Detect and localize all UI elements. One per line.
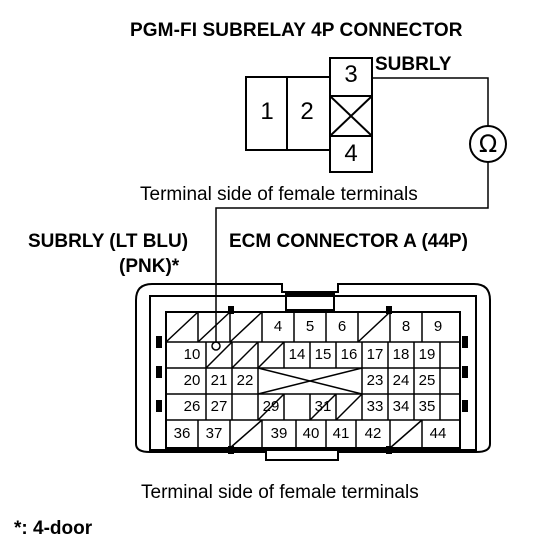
ecm-connector-housing: [135, 283, 491, 461]
ecm-connector-caption: Terminal side of female terminals: [141, 482, 419, 503]
terminal3-label: SUBRLY: [375, 54, 452, 75]
ecm-pin-6: 6: [337, 318, 347, 335]
ecm-connector-title: ECM CONNECTOR A (44P): [229, 231, 468, 252]
ecm-pin-27: 27: [210, 398, 228, 415]
subrelay-terminal-3: 3: [344, 61, 358, 88]
ecm-pin-22: 22: [236, 372, 254, 389]
ecm-pin-33: 33: [366, 398, 384, 415]
ecm-pin-4: 4: [273, 318, 283, 335]
ecm-pin-42: 42: [364, 425, 382, 442]
ecm-pin-19: 19: [418, 346, 436, 363]
ecm-pin-5: 5: [305, 318, 315, 335]
ecm-pin-29: 29: [262, 398, 280, 415]
ecm-pin-24: 24: [392, 372, 410, 389]
ecm-pin-37: 37: [205, 425, 223, 442]
ecm-pin-41: 41: [332, 425, 350, 442]
ecm-pin-20: 20: [183, 372, 201, 389]
ecm-empty-cavities: [165, 311, 423, 449]
ecm-pin-44: 44: [429, 425, 447, 442]
ecm-pin-36: 36: [173, 425, 191, 442]
ecm-pin-14: 14: [288, 346, 306, 363]
ecm-pin-21: 21: [210, 372, 228, 389]
ecm-pin-25: 25: [418, 372, 436, 389]
wire-label-alt: (PNK)*: [119, 256, 180, 277]
ecm-pin-8: 8: [401, 318, 411, 335]
subrelay-connector-title: PGM-FI SUBRELAY 4P CONNECTOR: [130, 20, 463, 41]
ecm-cavity-grid: [166, 312, 460, 448]
ecm-pin-23: 23: [366, 372, 384, 389]
ecm-pin-40: 40: [302, 425, 320, 442]
subrelay-connector-caption: Terminal side of female terminals: [140, 184, 418, 205]
subrelay-terminal-4: 4: [344, 140, 358, 167]
subrelay-terminal-1: 1: [260, 98, 274, 125]
ecm-pin-26: 26: [183, 398, 201, 415]
ecm-pin-16: 16: [340, 346, 358, 363]
ecm-pin-10: 10: [183, 346, 201, 363]
ohmmeter-symbol: Ω: [478, 130, 498, 158]
subrelay-terminal-2: 2: [300, 98, 314, 125]
ecm-pin-18: 18: [392, 346, 410, 363]
ecm-pin-9: 9: [433, 318, 443, 335]
ecm-pin-17: 17: [366, 346, 384, 363]
wire-label: SUBRLY (LT BLU): [28, 231, 189, 252]
subrelay-connector-body: [245, 57, 373, 173]
ohmmeter-leads: [211, 77, 489, 351]
ecm-connector-tabs: [156, 306, 468, 454]
ecm-pin-35: 35: [418, 398, 436, 415]
footnote: *: 4-door: [14, 518, 93, 539]
ecm-pin-15: 15: [314, 346, 332, 363]
ecm-pin-34: 34: [392, 398, 410, 415]
ecm-pin-31: 31: [314, 398, 332, 415]
ohmmeter-icon: [469, 125, 507, 163]
ecm-pin-39: 39: [270, 425, 288, 442]
